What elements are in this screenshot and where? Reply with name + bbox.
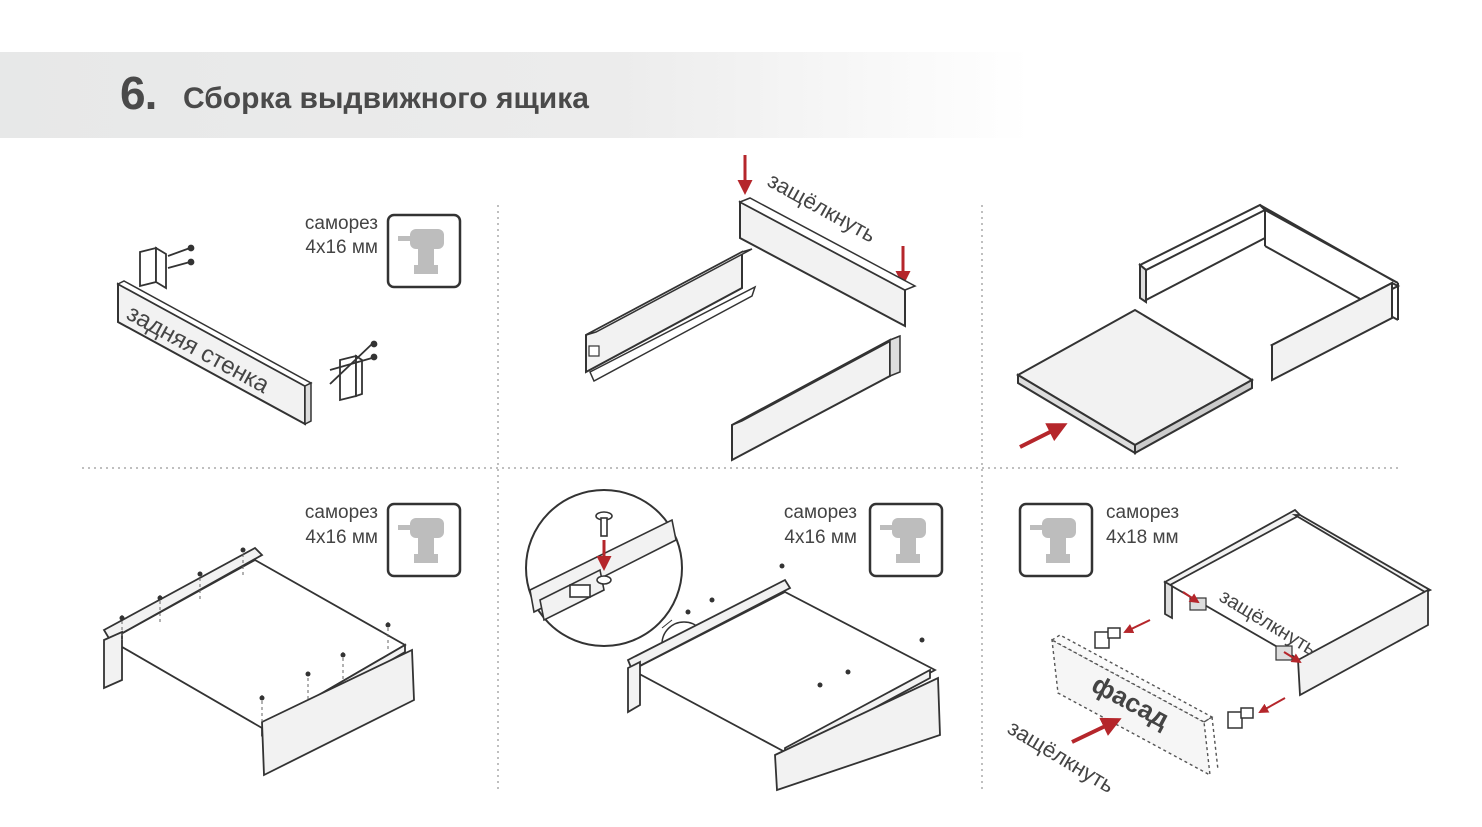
page-title: Сборка выдвижного ящика (183, 82, 589, 115)
right-side-wall (731, 334, 901, 462)
bottom-board (1015, 308, 1255, 455)
screw-size-4: 4x18 мм (1106, 527, 1179, 548)
drawer-box (1163, 508, 1433, 697)
header-band (0, 52, 1030, 138)
screw-label-4: саморез (1106, 502, 1179, 523)
panel-snap-back: защёлкнуть (585, 155, 917, 462)
facade-panel (1050, 634, 1219, 777)
screw-size-3: 4x16 мм (784, 527, 857, 548)
clip-arrow-right (1258, 697, 1286, 713)
push-arrow (1071, 717, 1122, 744)
screw-label-2: саморез (305, 502, 378, 523)
left-side-wall (585, 248, 757, 383)
facade-clip-left (1094, 627, 1121, 649)
panel-screw-detail: саморез 4x16 мм (525, 489, 944, 792)
facade-clip-right (1227, 707, 1254, 729)
panel-back-wall: саморез 4x16 мм задняя стенка (116, 213, 462, 426)
grid-dividers (82, 205, 1400, 790)
panel-facade: саморез 4x18 мм защёлкнуть фасад (1003, 502, 1433, 798)
drill-icon (868, 502, 944, 578)
drill-icon (386, 213, 462, 289)
facade-arrow-right (1283, 651, 1302, 664)
drill-icon (1018, 502, 1094, 578)
drawer-frame (1138, 203, 1401, 382)
bracket-left (139, 244, 195, 290)
bracket-right (329, 340, 378, 402)
back-wall-panel: задняя стенка (116, 280, 313, 426)
insert-arrow (1019, 423, 1068, 449)
screw-label-1: саморез (305, 213, 378, 234)
screw-label-3: саморез (784, 502, 857, 523)
back-wall-label: задняя стенка (122, 300, 274, 400)
clip-arrow-left (1123, 619, 1151, 634)
panel-screw-slides: саморез 4x16 мм (102, 502, 462, 777)
facade-arrow-top (1182, 591, 1200, 604)
drill-icon (386, 502, 462, 578)
zoom-screw (595, 511, 613, 537)
step-number: 6. (120, 67, 157, 119)
screw-size-1: 4x16 мм (305, 237, 378, 258)
screw-size-2: 4x16 мм (305, 527, 378, 548)
panel-insert-bottom (1015, 203, 1401, 455)
drawer-bottom-assembly (102, 546, 415, 777)
drawer-bottom-assembly-2 (626, 563, 941, 792)
